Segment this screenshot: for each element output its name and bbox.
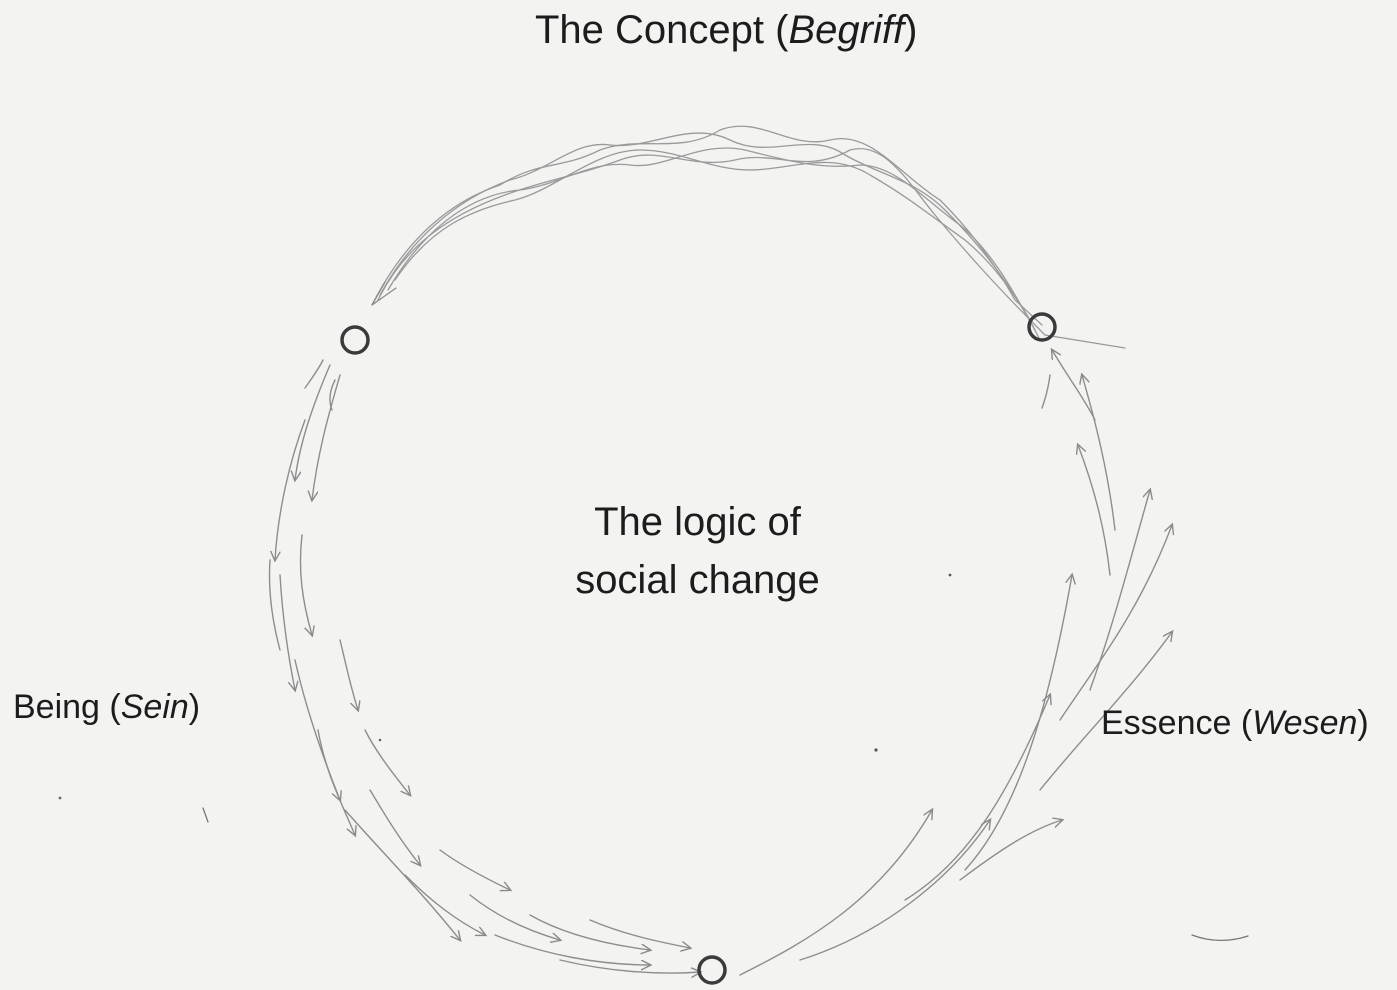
concept-label-main: The Concept ( [535, 8, 789, 52]
essence-label: Essence (Wesen) [1101, 706, 1369, 740]
essence-label-italic: Wesen [1252, 704, 1358, 742]
being-label-main: Being ( [13, 688, 121, 726]
essence-label-close: ) [1357, 704, 1369, 742]
being-label-close: ) [188, 688, 201, 726]
being-label: Being (Sein) [13, 690, 200, 724]
concept-arc [371, 125, 1126, 349]
concept-node [1027, 312, 1057, 342]
essence-node [697, 955, 727, 985]
being-arrows [268, 359, 700, 973]
center-label-line1: The logic of [594, 500, 801, 544]
pencil-specks [58, 573, 1249, 942]
concept-label-close: ) [904, 8, 918, 52]
being-node [340, 325, 370, 355]
essence-label-main: Essence ( [1101, 704, 1253, 742]
concept-label: The Concept (Begriff) [535, 10, 917, 50]
essence-arrows [739, 350, 1172, 976]
center-label: The logic of social change [540, 493, 855, 609]
being-label-italic: Sein [120, 688, 189, 726]
concept-label-italic: Begriff [788, 8, 905, 52]
center-label-line2: social change [575, 558, 820, 602]
